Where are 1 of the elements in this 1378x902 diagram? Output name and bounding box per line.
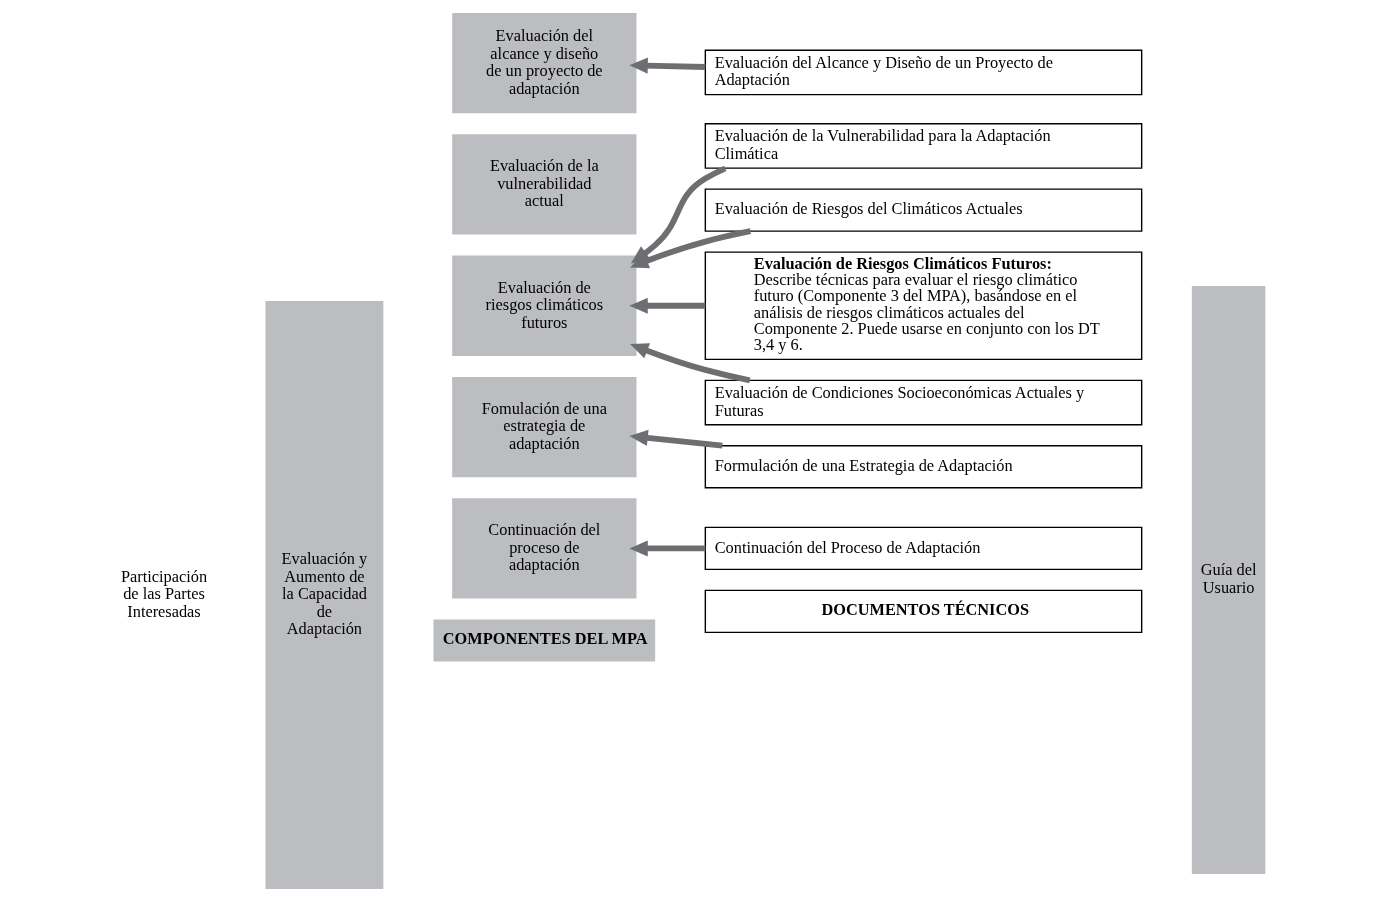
node-label: Participación de las Partes Interesadas [120,566,208,621]
